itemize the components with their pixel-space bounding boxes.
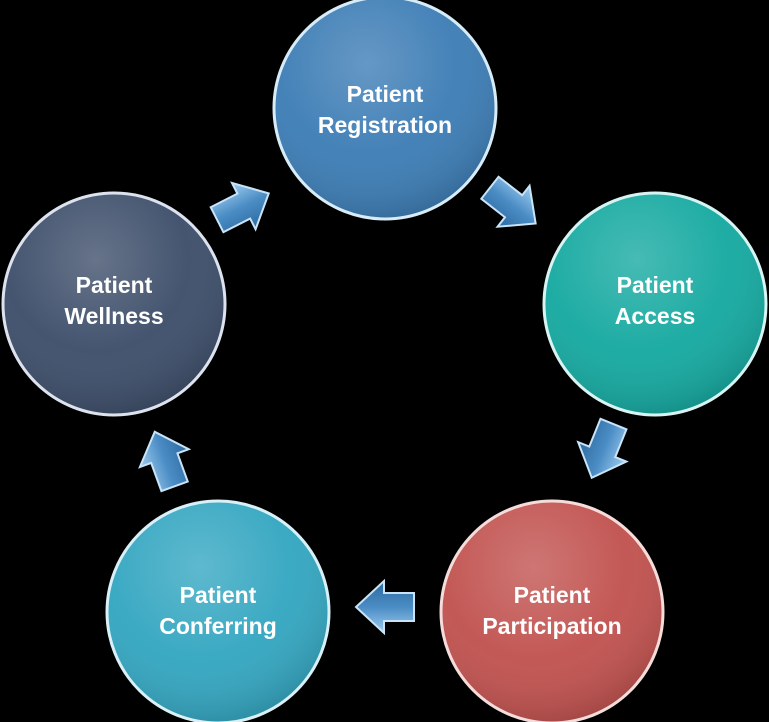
node-wellness: Patient Wellness (1, 191, 227, 417)
arrow-participation-to-conferring-icon (354, 578, 415, 636)
node-registration: Patient Registration (272, 0, 498, 221)
node-wellness-line1: Patient (76, 272, 153, 298)
node-registration-line1: Patient (347, 81, 424, 107)
node-registration-line2: Registration (318, 112, 452, 138)
node-conferring-line2: Conferring (159, 613, 277, 639)
node-participation-line2: Participation (482, 613, 621, 639)
node-participation-line1: Patient (514, 582, 591, 608)
arrow-conferring-to-wellness-icon (138, 430, 192, 493)
node-participation: Patient Participation (439, 499, 665, 722)
node-access-line2: Access (615, 303, 696, 329)
node-wellness-line2: Wellness (64, 303, 163, 329)
arrow-wellness-to-registration-icon (209, 181, 271, 234)
arrow-access-to-participation-icon (576, 417, 629, 480)
node-conferring: Patient Conferring (105, 499, 331, 722)
arrow-registration-to-access-icon (479, 175, 537, 228)
node-access-line1: Patient (617, 272, 694, 298)
node-access: Patient Access (542, 191, 768, 417)
node-conferring-line1: Patient (180, 582, 257, 608)
